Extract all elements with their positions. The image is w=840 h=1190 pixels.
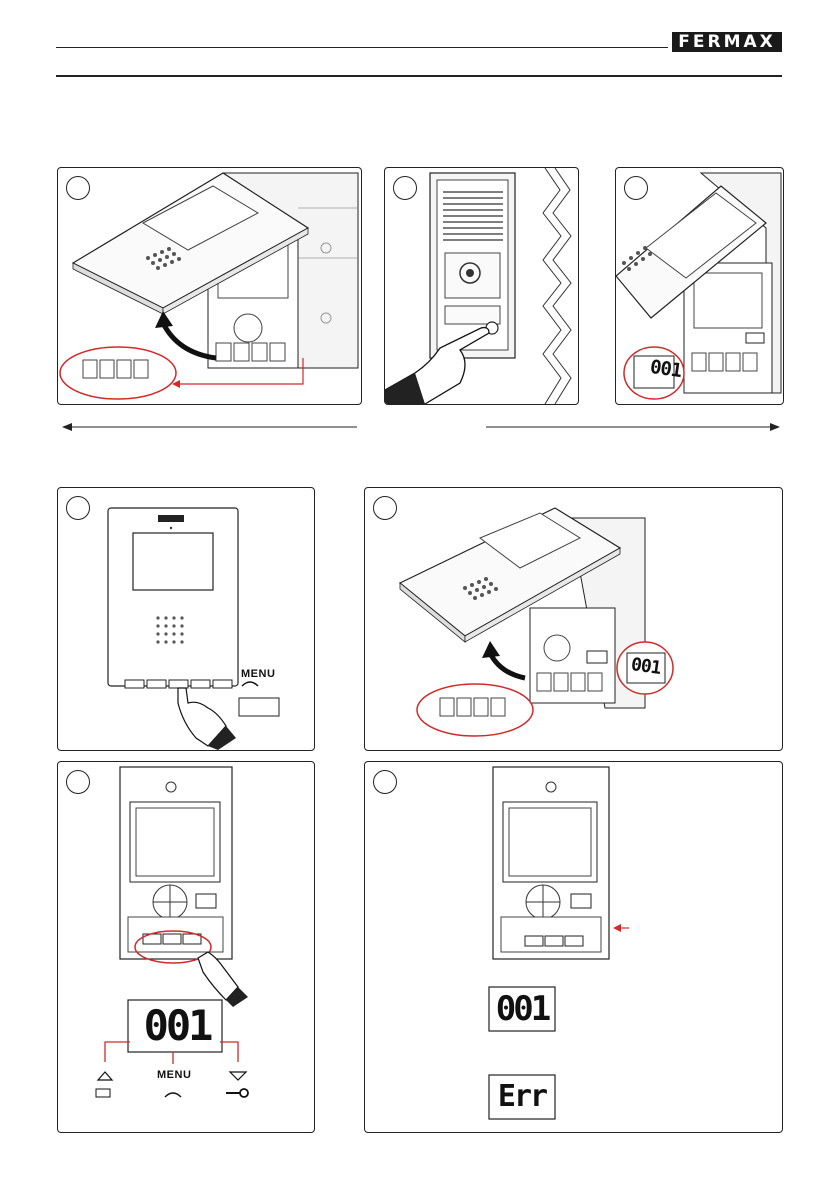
zoomed-display-code-2: 001 (630, 654, 662, 679)
step-circle-6 (66, 770, 90, 794)
menu-label-keypad: MENU (157, 1069, 191, 1081)
step-circle-3 (624, 176, 648, 200)
brand-logo-text: FERMAX (678, 32, 776, 52)
arrow-row (0, 418, 840, 438)
panel-replace-cover: 001 (364, 487, 783, 751)
step-circle-7 (373, 770, 397, 794)
result-code-ok: 001 (489, 987, 555, 1031)
replace-cover-illustration (365, 488, 782, 750)
large-display-code: 001 (132, 1000, 222, 1052)
remove-cover-illustration (58, 168, 361, 404)
press-button-illustration (385, 168, 578, 404)
panel-keypad-buttons: 001 MENU (57, 761, 315, 1133)
panel-result-codes: 001 Err (364, 761, 783, 1133)
monitor-illustration (58, 488, 314, 750)
display-code-illustration (616, 168, 783, 404)
panel-remove-cover (57, 167, 362, 405)
header-rule-top (56, 47, 668, 48)
zoomed-display-code: 001 (649, 356, 683, 382)
panel-press-button (384, 167, 579, 405)
result-codes-illustration (365, 762, 782, 1132)
panel-display-code: 001 (615, 167, 784, 405)
step-circle-5 (373, 496, 397, 520)
step-circle-1 (66, 176, 90, 200)
brand-logo: FERMAX (672, 32, 782, 52)
step-circle-4 (66, 496, 90, 520)
panel-monitor-menu: MENU (57, 487, 315, 751)
result-code-error: Err (489, 1075, 555, 1119)
step-circle-2 (393, 176, 417, 200)
header-rule-bottom (56, 75, 782, 77)
menu-label-monitor: MENU (241, 668, 275, 680)
